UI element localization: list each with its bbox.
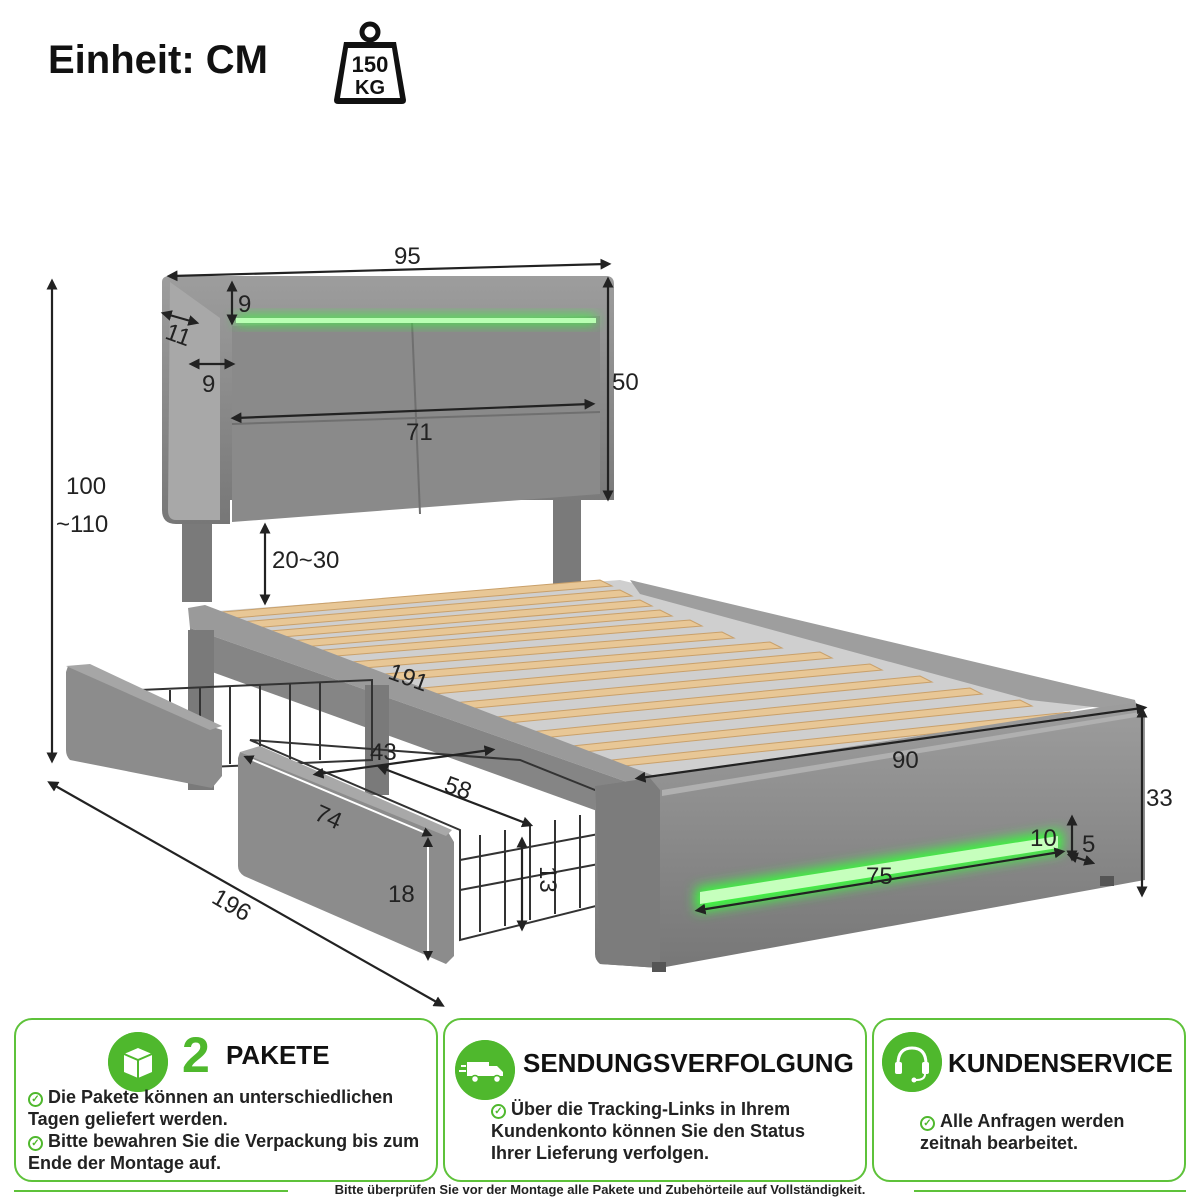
packages-bullet-1: ✓Die Pakete können an unterschiedlichen … (28, 1087, 394, 1129)
dim-headboard-width: 95 (394, 243, 421, 270)
package-box-icon (108, 1032, 168, 1092)
drawer-left (66, 666, 222, 788)
dim-inner-side: 9 (202, 371, 215, 398)
service-title: KUNDENSERVICE (948, 1048, 1173, 1078)
packages-title: PAKETE (226, 1040, 330, 1070)
check-icon: ✓ (491, 1104, 506, 1119)
check-icon: ✓ (28, 1136, 43, 1151)
card-tracking: SENDUNGSVERFOLGUNG ✓Über die Tracking-Li… (443, 1018, 867, 1182)
dim-panel-width: 71 (406, 419, 433, 446)
dim-side-height: 33 (1146, 785, 1173, 812)
dim-led-height: 10 (1030, 825, 1057, 852)
side-rail-left (188, 605, 660, 790)
footer-note: Bitte überprüfen Sie vor der Montage all… (334, 1182, 866, 1197)
dim-led-depth: 5 (1082, 831, 1095, 858)
delivery-truck-icon (455, 1040, 515, 1100)
unit-title: Einheit: CM (48, 38, 268, 82)
dim-led-width: 75 (866, 863, 893, 890)
dim-total-height-2: ~110 (56, 511, 108, 538)
dim-front-width: 90 (892, 747, 919, 774)
dim-drawer-height: 18 (388, 881, 415, 908)
dim-led-top: 9 (238, 291, 251, 318)
weight-value: 150 (352, 52, 389, 77)
packages-bullet-2: ✓Bitte bewahren Sie die Verpackung bis z… (28, 1131, 420, 1173)
dim-basket-depth: 58 (441, 771, 475, 806)
service-bullet-1: ✓Alle Anfragen werden zeitnah bearbeitet… (920, 1111, 1125, 1153)
package-count: 2 (182, 1027, 210, 1083)
weight-unit: KG (355, 77, 385, 99)
weight-icon: 150 KG (334, 21, 406, 104)
bed-diagram: 95 9 11 9 50 71 100 ~110 20~30 191 43 58… (46, 243, 1173, 1007)
card-service: KUNDENSERVICE ✓Alle Anfragen werden zeit… (872, 1018, 1186, 1182)
tracking-bullet-1: ✓Über die Tracking-Links in Ihrem Kunden… (491, 1099, 806, 1163)
slats (220, 579, 1084, 767)
dim-basket-height: 13 (534, 866, 561, 893)
dim-basket-width: 43 (370, 739, 397, 766)
headset-icon (882, 1032, 942, 1092)
check-icon: ✓ (920, 1116, 935, 1131)
footer-line-left (14, 1190, 288, 1192)
dim-headboard-height: 50 (612, 369, 639, 396)
footer-line-right (914, 1190, 1186, 1192)
dim-total-height-1: 100 (66, 473, 106, 500)
card-packages: 2 PAKETE ✓Die Pakete können an unterschi… (14, 1018, 438, 1182)
dim-adjust-gap: 20~30 (272, 547, 339, 574)
tracking-title: SENDUNGSVERFOLGUNG (523, 1048, 854, 1078)
check-icon: ✓ (28, 1092, 43, 1107)
dim-total-length: 196 (207, 884, 255, 927)
headboard-leg-left (182, 522, 212, 602)
